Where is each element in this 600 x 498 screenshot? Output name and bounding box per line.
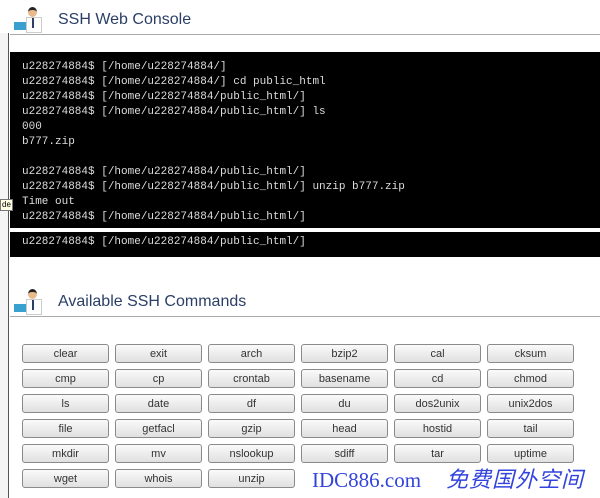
command-button-du[interactable]: du	[301, 394, 388, 413]
command-button-bzip2[interactable]: bzip2	[301, 344, 388, 363]
command-button-exit[interactable]: exit	[115, 344, 202, 363]
command-button-mv[interactable]: mv	[115, 444, 202, 463]
terminal-line: u228274884$ [/home/u228274884/] cd publi…	[22, 76, 326, 88]
command-button-getfacl[interactable]: getfacl	[115, 419, 202, 438]
commands-header: Available SSH Commands	[14, 285, 246, 319]
command-button-cmp[interactable]: cmp	[22, 369, 109, 388]
command-button-file[interactable]: file	[22, 419, 109, 438]
admin-user-icon	[14, 7, 46, 33]
command-button-gzip[interactable]: gzip	[208, 419, 295, 438]
command-button-hostid[interactable]: hostid	[394, 419, 481, 438]
terminal-input[interactable]: u228274884$ [/home/u228274884/public_htm…	[10, 231, 600, 257]
command-button-uptime[interactable]: uptime	[487, 444, 574, 463]
command-button-cal[interactable]: cal	[394, 344, 481, 363]
command-button-cksum[interactable]: cksum	[487, 344, 574, 363]
terminal-line	[10, 150, 600, 165]
command-button-clear[interactable]: clear	[22, 344, 109, 363]
command-button-nslookup[interactable]: nslookup	[208, 444, 295, 463]
command-button-unix2dos[interactable]: unix2dos	[487, 394, 574, 413]
divider	[10, 34, 600, 35]
command-button-df[interactable]: df	[208, 394, 295, 413]
command-button-chmod[interactable]: chmod	[487, 369, 574, 388]
command-button-dos2unix[interactable]: dos2unix	[394, 394, 481, 413]
terminal-line: u228274884$ [/home/u228274884/]	[22, 61, 227, 73]
command-button-date[interactable]: date	[115, 394, 202, 413]
terminal-line: b777.zip	[22, 136, 75, 148]
terminal-line: 000	[22, 121, 42, 133]
terminal-line: u228274884$ [/home/u228274884/public_htm…	[22, 106, 326, 118]
console-header: SSH Web Console	[14, 3, 191, 37]
command-button-cd[interactable]: cd	[394, 369, 481, 388]
command-button-unzip[interactable]: unzip	[208, 469, 295, 488]
watermark-text-cn: 免费国外空间	[446, 467, 585, 492]
terminal-line: u228274884$ [/home/u228274884/public_htm…	[22, 211, 306, 223]
command-button-basename[interactable]: basename	[301, 369, 388, 388]
command-button-crontab[interactable]: crontab	[208, 369, 295, 388]
command-button-cp[interactable]: cp	[115, 369, 202, 388]
command-button-mkdir[interactable]: mkdir	[22, 444, 109, 463]
command-button-whois[interactable]: whois	[115, 469, 202, 488]
command-button-tail[interactable]: tail	[487, 419, 574, 438]
command-button-tar[interactable]: tar	[394, 444, 481, 463]
terminal-line: u228274884$ [/home/u228274884/public_htm…	[22, 166, 306, 178]
terminal-line: u228274884$ [/home/u228274884/public_htm…	[22, 91, 306, 103]
command-button-wget[interactable]: wget	[22, 469, 109, 488]
terminal-line: Time out	[22, 196, 75, 208]
command-button-arch[interactable]: arch	[208, 344, 295, 363]
left-frame-border	[0, 33, 9, 498]
watermark-text: IDC886.com	[312, 468, 422, 492]
command-button-sdiff[interactable]: sdiff	[301, 444, 388, 463]
divider	[10, 316, 600, 317]
console-title: SSH Web Console	[58, 11, 192, 28]
command-button-head[interactable]: head	[301, 419, 388, 438]
terminal-output: u228274884$ [/home/u228274884/] u22827488…	[10, 52, 600, 228]
terminal-line: u228274884$ [/home/u228274884/public_htm…	[22, 181, 405, 193]
commands-title: Available SSH Commands	[58, 293, 247, 310]
command-button-ls[interactable]: ls	[22, 394, 109, 413]
tooltip: de	[0, 199, 13, 211]
admin-user-icon	[14, 289, 46, 315]
